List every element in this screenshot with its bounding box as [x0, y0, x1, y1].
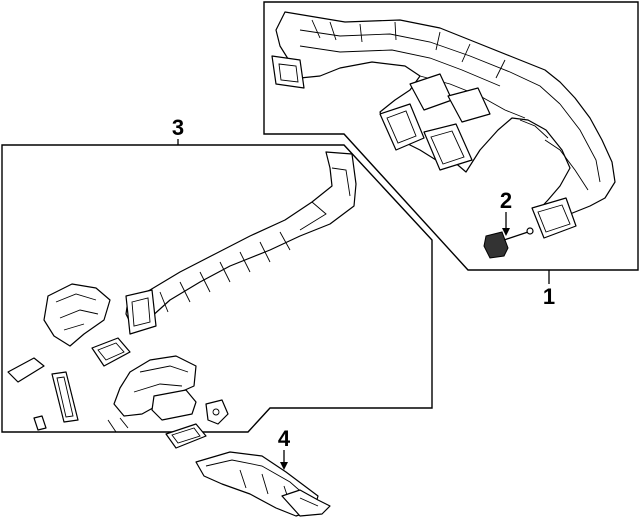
heater-outlet-bracket[interactable] [43, 283, 111, 347]
duct-clip[interactable] [483, 227, 534, 259]
part-1-group-box [263, 1, 639, 271]
callout-2: 2 [500, 188, 512, 213]
lower-rear-duct[interactable] [195, 451, 331, 517]
callout-4: 4 [278, 426, 291, 451]
part-3-group-box [1, 144, 433, 433]
rear-duct-assembly[interactable] [107, 355, 229, 433]
outlet-seal-rings[interactable] [7, 337, 207, 449]
callout-3: 3 [172, 115, 184, 140]
floor-duct[interactable] [125, 151, 357, 335]
main-dash-duct[interactable] [271, 11, 616, 239]
callout-1: 1 [543, 284, 555, 309]
